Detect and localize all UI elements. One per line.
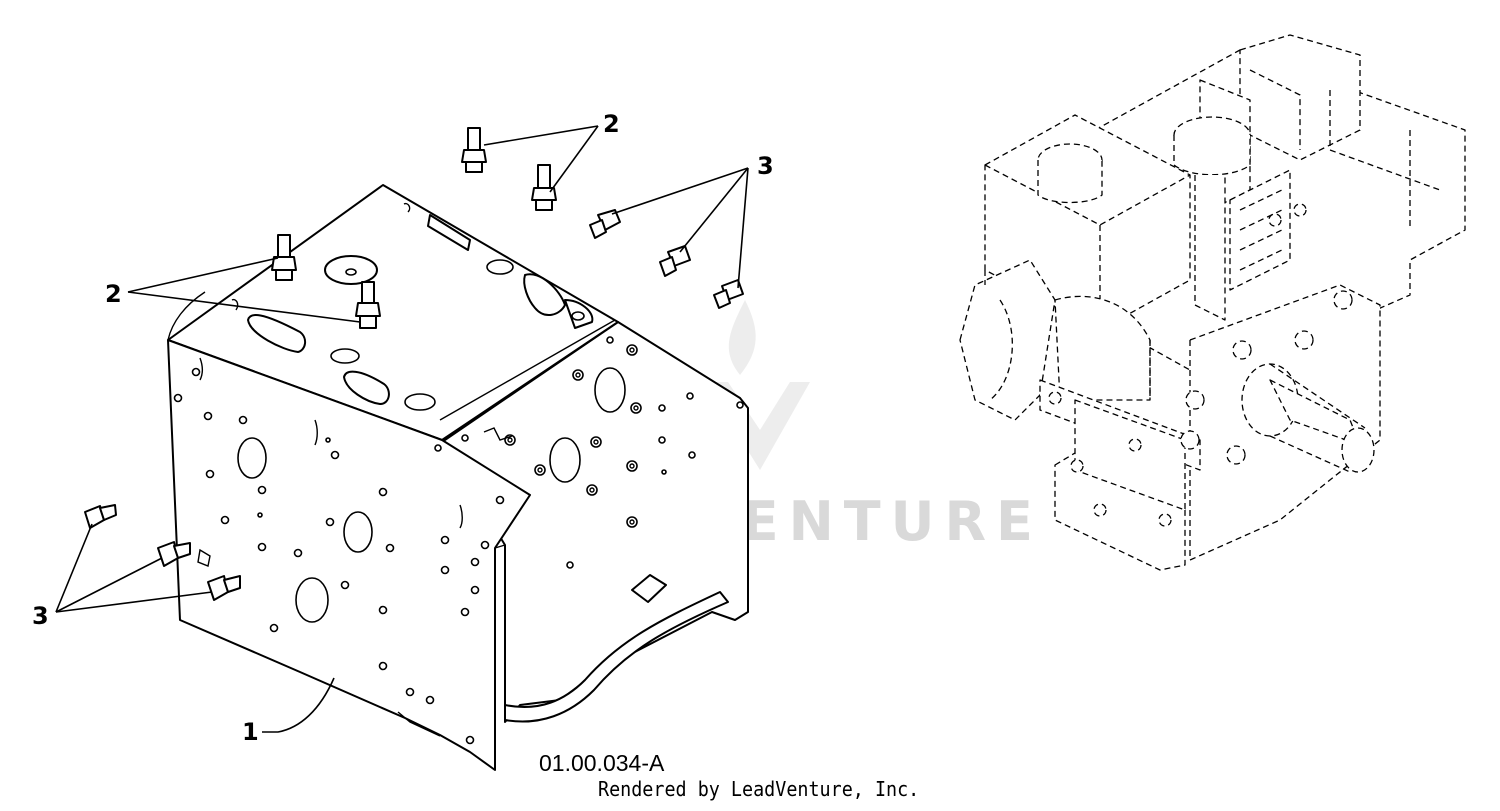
side-panel-nuts (504, 344, 642, 528)
callout-2-top[interactable]: 2 (483, 110, 620, 193)
callout-1[interactable]: 1 (242, 677, 335, 746)
stud-part-2[interactable] (271, 127, 557, 329)
callout-3-left[interactable]: 3 (32, 523, 213, 630)
callout-3-top-label: 3 (757, 152, 774, 180)
frame-part-1[interactable] (167, 184, 749, 771)
bolt-part-3[interactable] (84, 209, 744, 601)
callout-3-top[interactable]: 3 (611, 152, 774, 289)
frame-small-holes (173, 367, 505, 745)
callout-1-label: 1 (242, 718, 259, 746)
callout-2-left[interactable]: 2 (105, 257, 361, 323)
engine-reference (959, 34, 1466, 571)
callout-3-left-label: 3 (32, 602, 49, 630)
credit-text: Rendered by LeadVenture, Inc. (598, 777, 920, 801)
callout-2-top-label: 2 (603, 110, 620, 138)
diagram-code: 01.00.034-A (539, 750, 665, 776)
callout-2-left-label: 2 (105, 280, 122, 308)
